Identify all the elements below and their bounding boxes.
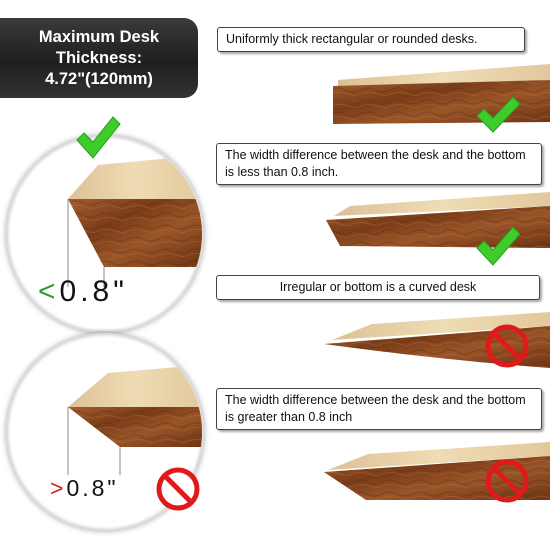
measure-value: 0.8": [59, 275, 128, 308]
desk-edge-closeup: [67, 155, 202, 287]
prohibited-icon: [485, 459, 529, 503]
label-greater-than-0.8: The width difference between the desk an…: [216, 388, 542, 430]
check-mark-icon: [476, 96, 521, 133]
less-than-symbol: <: [38, 275, 60, 308]
prohibited-icon: [156, 467, 200, 511]
measure-label: >0.8": [50, 475, 119, 502]
desk-edge-rectangular: [333, 64, 550, 124]
prohibited-icon: [485, 324, 529, 368]
check-mark-icon: [476, 226, 521, 266]
check-mark-icon: [76, 116, 121, 159]
badge-line-2: Thickness:: [55, 48, 143, 67]
magnifier-circle-small-bevel: <0.8": [6, 135, 204, 333]
magnifier-circle-large-bevel: >0.8": [6, 333, 204, 531]
measure-label: <0.8": [38, 275, 128, 309]
measure-value: 0.8": [66, 475, 119, 501]
greater-than-symbol: >: [50, 475, 67, 501]
label-less-than-0.8: The width difference between the desk an…: [216, 143, 542, 185]
max-thickness-badge: Maximum Desk Thickness: 4.72"(120mm): [0, 18, 198, 98]
badge-line-1: Maximum Desk: [38, 27, 160, 46]
desk-edge-closeup: [67, 365, 202, 475]
desk-edge-small-bevel: [326, 192, 550, 248]
label-curved-desk: Irregular or bottom is a curved desk: [216, 275, 540, 300]
label-rectangular-desk: Uniformly thick rectangular or rounded d…: [217, 27, 525, 52]
badge-line-3: 4.72"(120mm): [45, 69, 153, 88]
